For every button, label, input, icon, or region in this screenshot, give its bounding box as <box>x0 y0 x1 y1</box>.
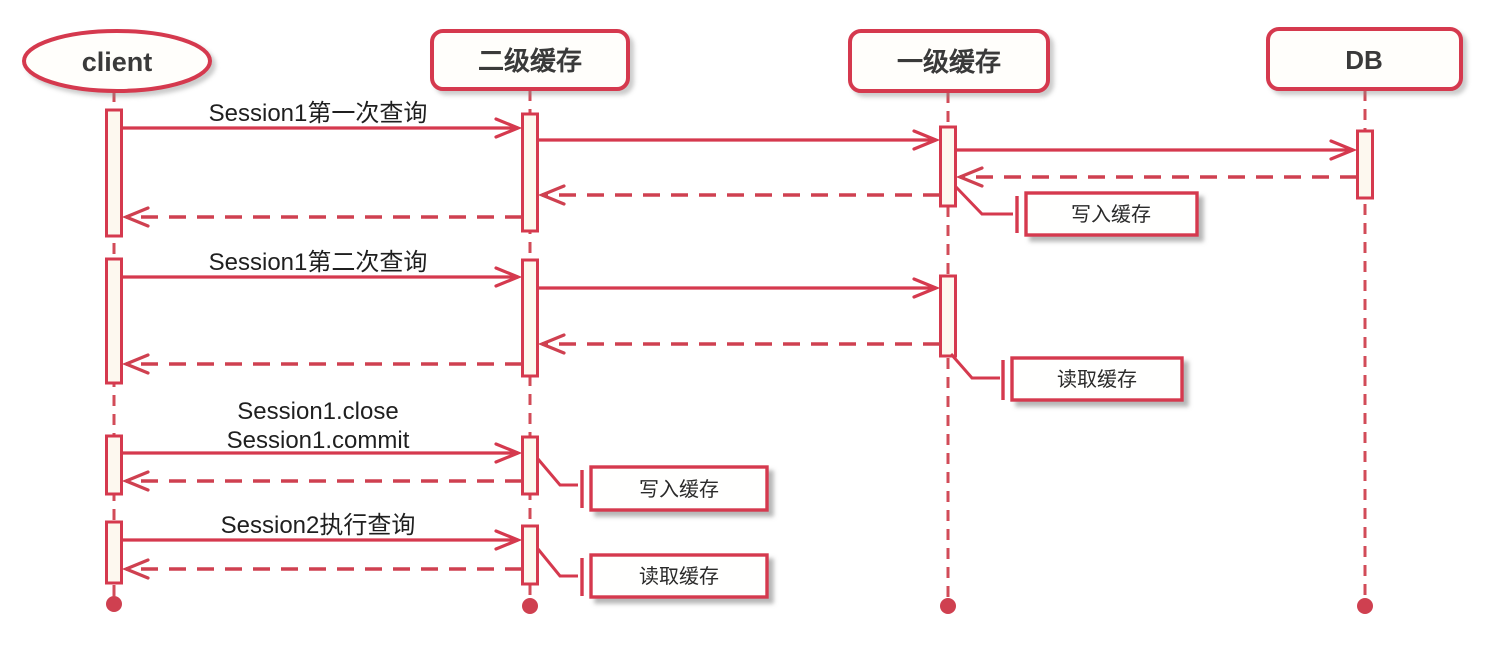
activation-bar-l2-4 <box>521 524 539 586</box>
participant-client: client <box>22 29 212 93</box>
note-box <box>589 465 769 512</box>
activation-bar-db-1 <box>1356 129 1374 200</box>
message-label-session1-close: Session1.close <box>237 398 398 425</box>
note-box <box>1010 356 1184 402</box>
activation-bar-l2-3 <box>521 435 539 496</box>
lifeline-end-dot-l2-cache <box>522 598 538 614</box>
lifeline-end-dot-db <box>1357 598 1373 614</box>
note-box <box>1024 191 1199 237</box>
note-read-cache-l2: 读取缓存 <box>536 548 769 599</box>
message-session1-close-commit: Session1.close Session1.commit <box>121 398 523 492</box>
participant-l2-cache: 二级缓存 <box>430 29 630 91</box>
lifeline-end-dots <box>106 596 1373 614</box>
activation-bar-l2-1 <box>521 112 539 233</box>
activation-bar-l2-2 <box>521 258 539 378</box>
activation-bar-l1-2 <box>939 274 957 358</box>
note-box <box>589 553 769 599</box>
lifeline-end-dot-client <box>106 596 122 612</box>
activation-bar-client-3 <box>105 434 123 496</box>
note-write-cache-l1: 写入缓存 <box>954 185 1199 237</box>
participant-l1-cache-shape <box>848 29 1050 93</box>
message-label-session1-second-query: Session1第二次查询 <box>209 249 428 276</box>
note-callout-line <box>954 185 1013 216</box>
activation-bar-l1-1 <box>939 125 957 208</box>
activation-bars <box>105 108 1374 586</box>
note-write-cache-l2: 写入缓存 <box>536 458 769 512</box>
lifeline-end-dot-l1-cache <box>940 598 956 614</box>
message-session1-first-query: Session1第一次查询 <box>121 100 1358 228</box>
activation-bar-client-1 <box>105 108 123 238</box>
note-read-cache-l1: 读取缓存 <box>949 353 1184 402</box>
message-label-session2-query: Session2执行查询 <box>221 512 416 539</box>
participant-l2-cache-label: 二级缓存 <box>478 46 582 76</box>
note-label: 读取缓存 <box>1057 368 1137 391</box>
participant-db: DB <box>1266 27 1463 91</box>
participant-l2-cache-shape <box>430 29 630 91</box>
participant-db-shape <box>1266 27 1463 91</box>
participant-l1-cache: 一级缓存 <box>848 29 1050 93</box>
note-label: 写入缓存 <box>639 478 719 501</box>
message-session1-second-query: Session1第二次查询 <box>121 249 941 375</box>
message-label-session1-commit: Session1.commit <box>227 427 410 454</box>
note-callout-line <box>536 548 578 578</box>
participant-l1-cache-label: 一级缓存 <box>897 47 1001 77</box>
participant-db-label: DB <box>1345 45 1383 75</box>
participant-client-label: client <box>82 47 153 77</box>
note-label: 读取缓存 <box>639 565 719 588</box>
participant-client-shape <box>22 29 212 93</box>
note-callout-line <box>949 353 1000 380</box>
message-session2-query: Session2执行查询 <box>121 512 523 580</box>
note-callout-line <box>536 458 578 487</box>
message-label-session1-first-query: Session1第一次查询 <box>209 100 428 127</box>
note-label: 写入缓存 <box>1071 203 1151 226</box>
activation-bar-client-2 <box>105 257 123 385</box>
activation-bar-client-4 <box>105 520 123 585</box>
